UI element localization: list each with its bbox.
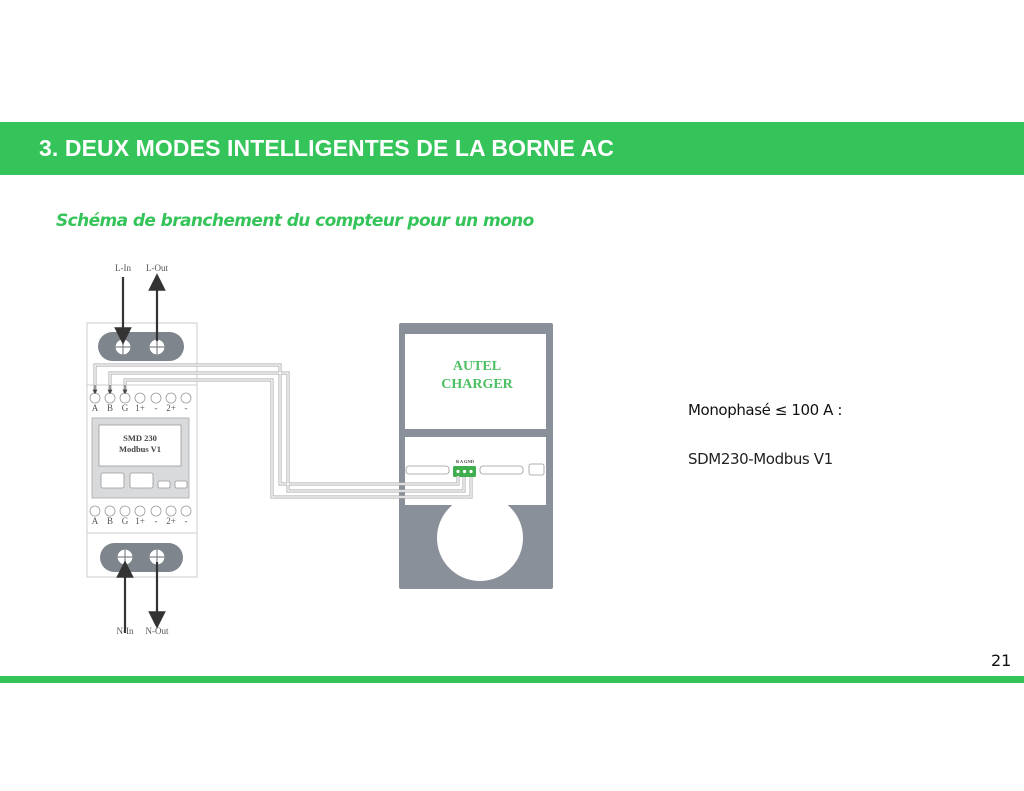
connector-label: B A GND [456,459,475,464]
page-title: 3. DEUX MODES INTELLIGENTES DE LA BORNE … [39,135,614,161]
meter-model: SDM230-Modbus V1 [688,450,833,468]
bottom-terminal-block [100,543,183,572]
meter-button-small [174,480,188,489]
meter-button-enter-icon [129,472,154,489]
terminal-label: - [155,516,158,526]
terminal-label: - [185,516,188,526]
meter-button-cycle-icon [100,472,125,489]
terminal-hole [134,505,146,517]
terminal-hole [89,505,101,517]
terminal-label: - [185,403,188,413]
terminal-hole [180,392,192,404]
l-out-label: L-Out [146,263,168,273]
charger-brand-line1: AUTEL [453,359,501,374]
meter-screen-line2: Modbus V1 [119,444,161,454]
terminal-label: A [92,516,99,526]
modbus-wires [92,363,473,499]
terminal-label: - [155,403,158,413]
meter-spec-title: Monophasé ≤ 100 A : [688,401,843,419]
n-out-label: N-Out [146,626,169,636]
terminal-label: G [122,516,129,526]
terminal-label: 1+ [135,403,145,413]
power-arrows [114,273,166,633]
terminal-label: 2+ [166,516,176,526]
top-terminal-block [98,332,184,361]
header-band [0,122,1024,175]
terminal-hole [165,505,177,517]
terminal-hole [119,505,131,517]
terminal-hole [150,505,162,517]
meter-screen-line1: SMD 230 [123,433,157,443]
terminal-hole [119,392,131,404]
terminal-label: 2+ [166,403,176,413]
terminal-hole [180,505,192,517]
terminal-hole [104,392,116,404]
terminal-hole [89,392,101,404]
terminal-label: B [107,516,113,526]
page-number: 21 [991,651,1012,670]
terminal-hole [104,505,116,517]
terminal-hole [150,392,162,404]
meter-screen [98,424,182,467]
section-subtitle: Schéma de branchement du compteur pour u… [56,211,534,231]
l-in-label: L-In [115,263,131,273]
terminal-hole [134,392,146,404]
footer-divider [0,676,1024,683]
charger-brand-line2: CHARGER [441,377,513,392]
terminal-screw-icon [114,338,166,356]
terminal-label: A [92,403,99,413]
terminal-hole [165,392,177,404]
autel-charger: AUTEL CHARGER B A GND [399,323,553,589]
meter-button-small [157,480,171,489]
terminal-label: G [122,403,129,413]
terminal-label: 1+ [135,516,145,526]
terminal-label: B [107,403,113,413]
n-in-label: N-In [117,626,134,636]
